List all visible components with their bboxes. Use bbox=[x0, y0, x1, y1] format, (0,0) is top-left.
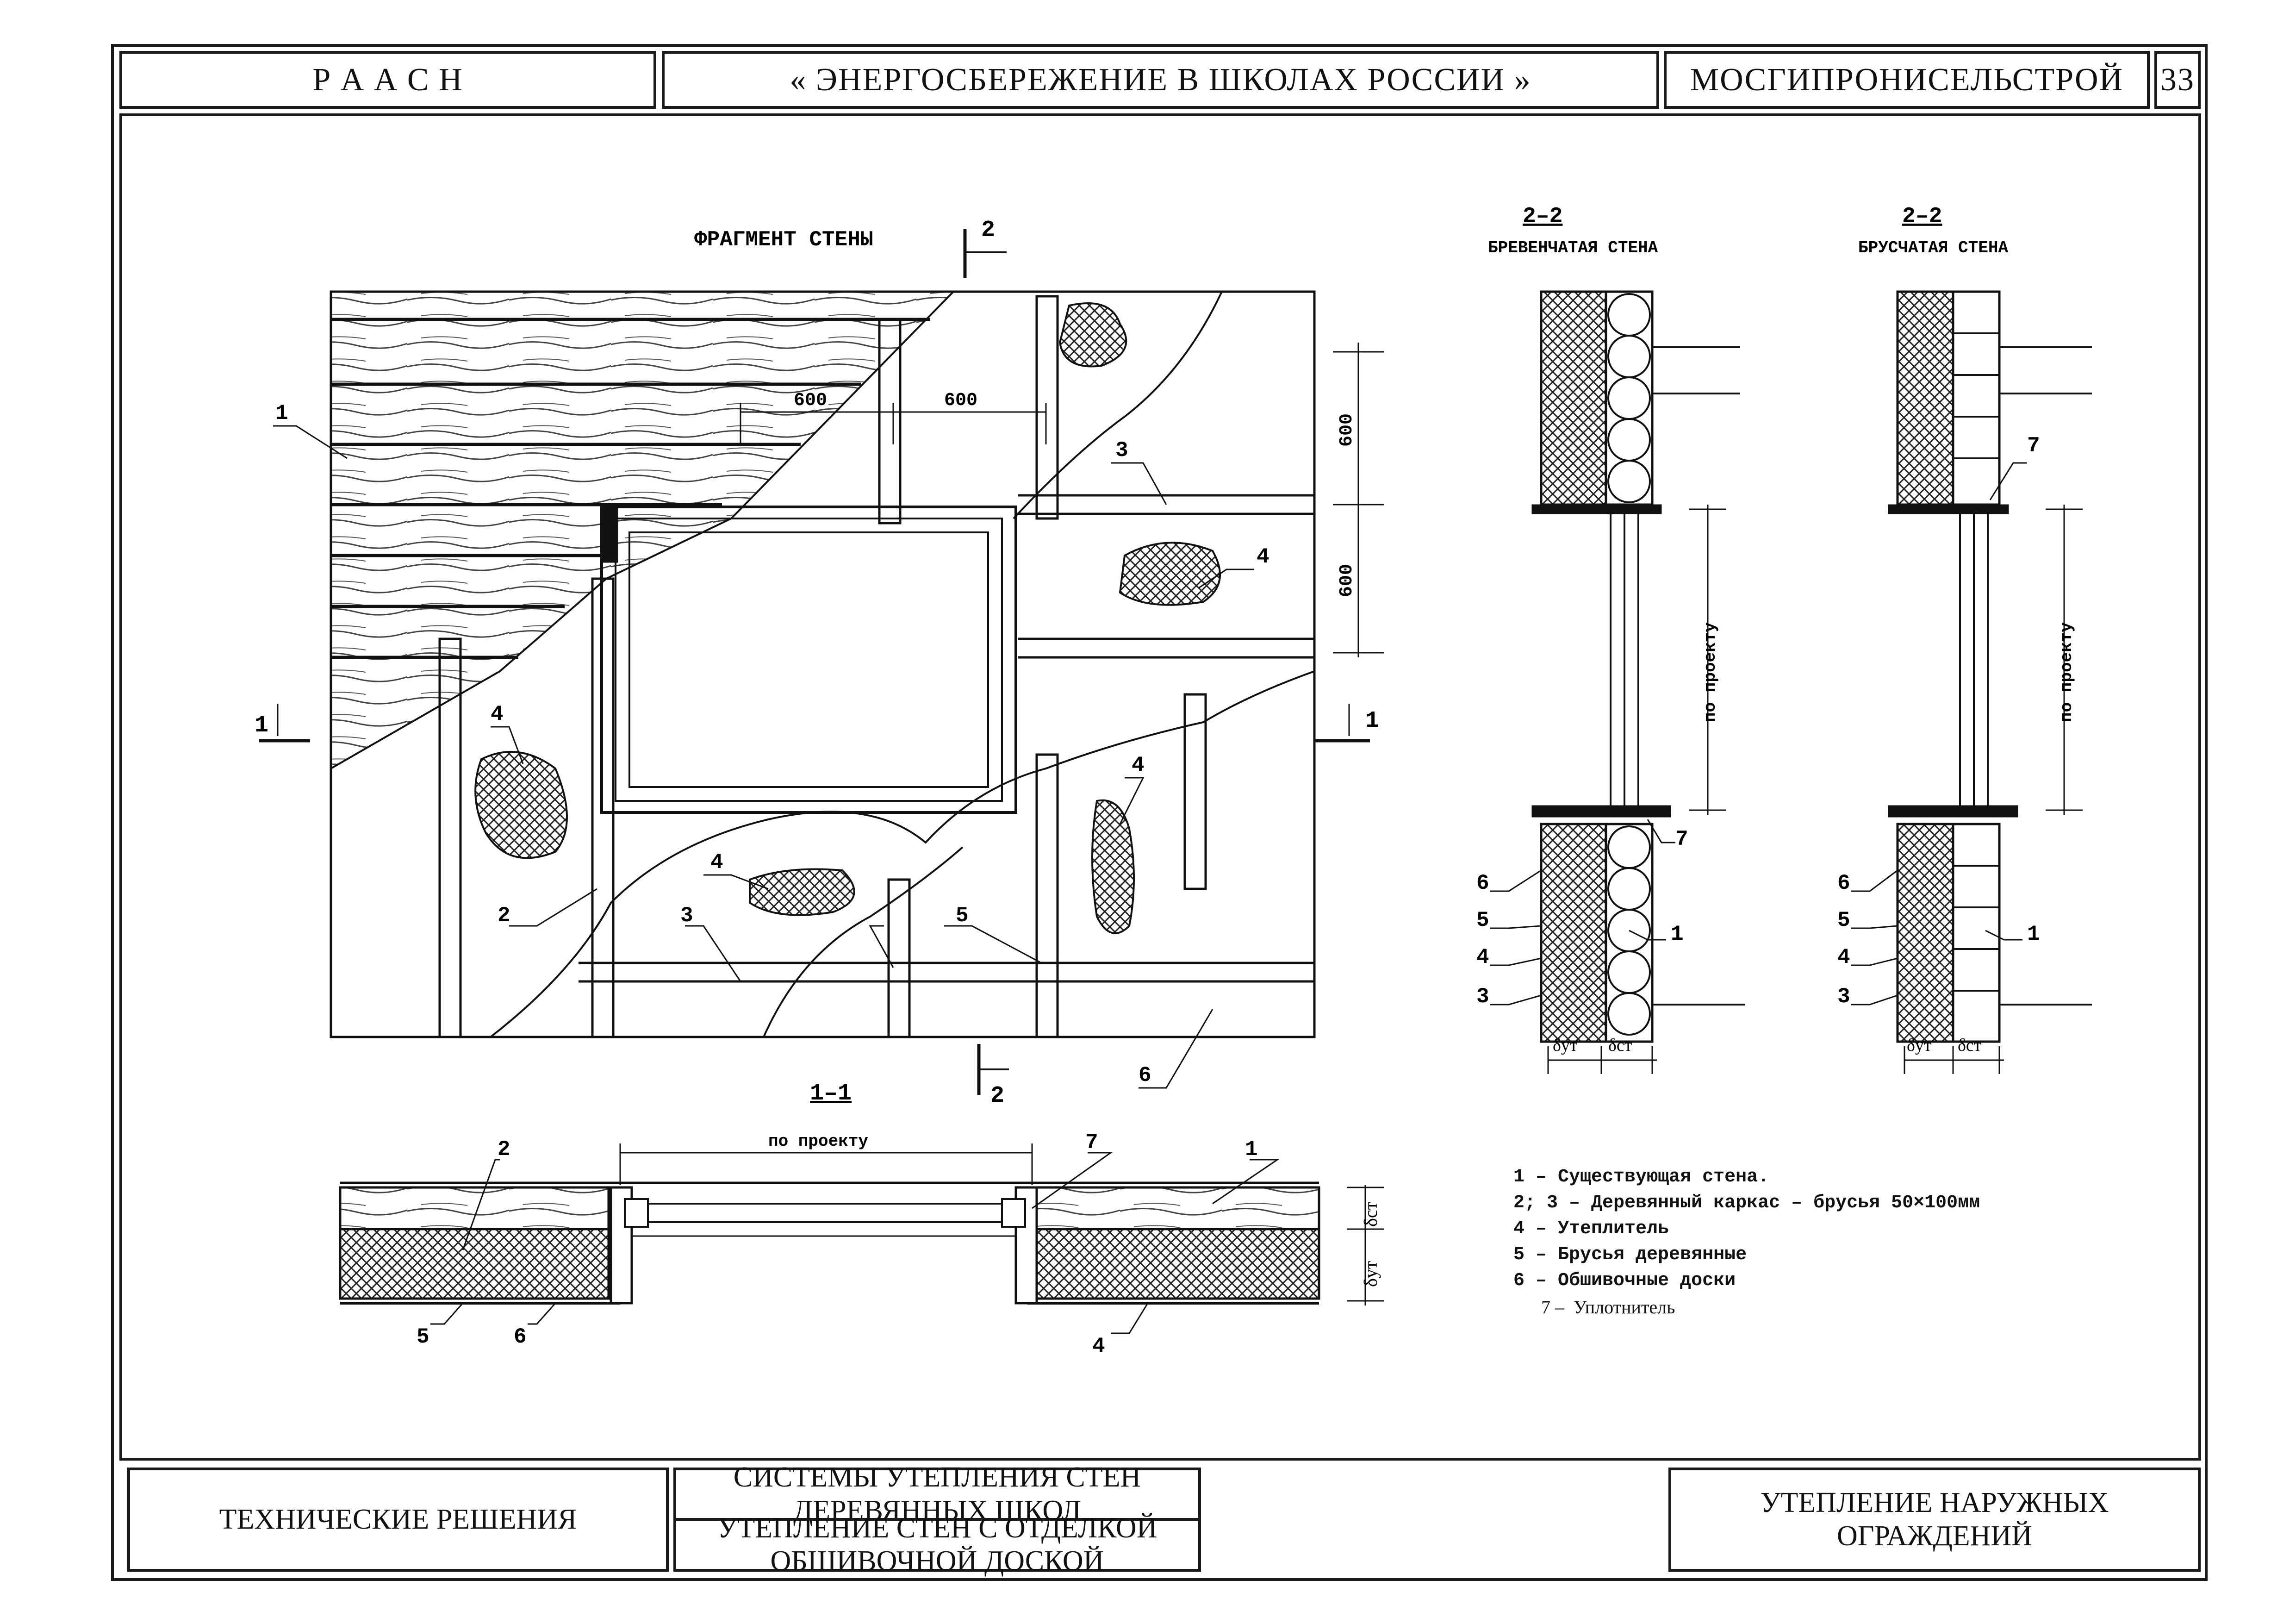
svg-text:6: 6 bbox=[1139, 1063, 1151, 1087]
svg-text:5: 5 bbox=[956, 904, 969, 928]
svg-text:4: 4 bbox=[491, 702, 504, 726]
dim-600-c: 600 bbox=[1337, 413, 1357, 447]
dim-600-d: 600 bbox=[1337, 564, 1357, 597]
sheet-frame bbox=[111, 44, 2208, 1581]
header-institute: МОСГИПРОНИСЕЛЬСТРОЙ bbox=[1664, 51, 2150, 109]
svg-text:6: 6 bbox=[514, 1325, 527, 1349]
svg-text:7: 7 bbox=[1675, 827, 1688, 851]
svg-text:1: 1 bbox=[1365, 708, 1379, 734]
legend-item: 6 – Обшивочные доски bbox=[1513, 1270, 1736, 1291]
fragment-title: ФРАГМЕНТ СТЕНЫ bbox=[694, 228, 873, 252]
section-11-callouts bbox=[430, 1152, 1280, 1334]
window bbox=[600, 506, 1017, 814]
svg-text:по проекту: по проекту bbox=[1701, 622, 1720, 722]
by-project-11: по проекту bbox=[768, 1132, 868, 1151]
log-wall-caption: БРЕВЕНЧАТАЯ СТЕНА bbox=[1488, 238, 1658, 257]
svg-text:δст: δст bbox=[1608, 1036, 1632, 1055]
svg-text:3: 3 bbox=[1115, 438, 1128, 462]
svg-text:4: 4 bbox=[1092, 1334, 1105, 1358]
legend-item: 4 – Утеплитель bbox=[1513, 1218, 1669, 1239]
legend-item: 1 – Существующая стена. bbox=[1513, 1167, 1769, 1187]
section-11-title: 1–1 bbox=[810, 1081, 852, 1107]
svg-text:по проекту: по проекту bbox=[2057, 622, 2076, 722]
svg-text:7: 7 bbox=[2027, 434, 2040, 458]
cut-2-top: 2 bbox=[963, 217, 1007, 278]
svg-text:1: 1 bbox=[1245, 1137, 1258, 1162]
svg-text:δст: δст bbox=[1958, 1036, 1982, 1055]
footer-middle-bottom: УТЕПЛЕНИЕ СТЕН С ОТДЕЛКОЙ ОБШИВОЧНОЙ ДОС… bbox=[673, 1512, 1201, 1577]
legend-item: 5 – Брусья деревянные bbox=[1513, 1244, 1747, 1265]
svg-text:3: 3 bbox=[680, 904, 693, 928]
page-number: 33 bbox=[2154, 51, 2201, 109]
svg-text:δст: δст bbox=[1360, 1202, 1381, 1227]
svg-text:5: 5 bbox=[1837, 908, 1850, 932]
section-22-log-title: 2–2 bbox=[1523, 204, 1562, 229]
beam-wall-caption: БРУСЧАТАЯ СТЕНА bbox=[1858, 238, 2008, 257]
dim-600-a: 600 bbox=[794, 390, 827, 411]
svg-text:4: 4 bbox=[1476, 945, 1489, 969]
drawing-frame bbox=[119, 113, 2201, 1461]
fragment-callouts bbox=[273, 425, 1254, 1089]
insulation-patches bbox=[474, 302, 1221, 934]
svg-text:3: 3 bbox=[1837, 985, 1850, 1009]
svg-text:2: 2 bbox=[498, 904, 510, 928]
svg-text:6: 6 bbox=[1837, 871, 1850, 895]
svg-text:7: 7 bbox=[1085, 1131, 1098, 1155]
legend-item: 7 – Уплотнитель bbox=[1541, 1297, 1675, 1318]
svg-text:1: 1 bbox=[2027, 922, 2040, 946]
svg-text:2: 2 bbox=[498, 1137, 510, 1162]
section-22-beam-wall bbox=[1888, 290, 2092, 1074]
svg-text:4: 4 bbox=[710, 850, 723, 874]
log-wall-callouts bbox=[1490, 819, 1675, 1006]
dim-600-b: 600 bbox=[944, 390, 977, 411]
svg-text:4: 4 bbox=[1257, 545, 1269, 569]
svg-text:4: 4 bbox=[1132, 753, 1145, 777]
cut-1-left bbox=[259, 704, 310, 743]
svg-text:1: 1 bbox=[255, 712, 268, 739]
section-11-plan bbox=[339, 1143, 1384, 1305]
legend-item: 2; 3 – Деревянный каркас – брусья 50×100… bbox=[1513, 1193, 1980, 1213]
header-org: Р А А С Н bbox=[119, 51, 656, 109]
footer-right: УТЕПЛЕНИЕ НАРУЖНЫХ ОГРАЖДЕНИЙ bbox=[1668, 1468, 2201, 1572]
svg-text:2: 2 bbox=[981, 217, 995, 244]
svg-text:2: 2 bbox=[990, 1083, 1004, 1109]
svg-text:δут: δут bbox=[1360, 1261, 1381, 1287]
svg-text:5: 5 bbox=[1476, 908, 1489, 932]
wooden-frame-studs bbox=[438, 295, 1207, 1038]
svg-text:δут: δут bbox=[1907, 1036, 1932, 1055]
dimension-600-horizontal bbox=[740, 403, 1047, 444]
cut-1-right bbox=[1314, 704, 1370, 743]
svg-text:3: 3 bbox=[1476, 985, 1489, 1009]
cut-2-bottom: 2 bbox=[977, 1044, 1009, 1109]
svg-text:1: 1 bbox=[1671, 922, 1684, 946]
header-title: « ЭНЕРГОСБЕРЕЖЕНИЕ В ШКОЛАХ РОССИИ » bbox=[662, 51, 1659, 109]
dimension-600-vertical bbox=[1333, 343, 1384, 657]
svg-text:6: 6 bbox=[1476, 871, 1489, 895]
existing-log-wall bbox=[330, 291, 956, 770]
section-22-beam-title: 2–2 bbox=[1902, 204, 1942, 229]
svg-text:1: 1 bbox=[275, 401, 288, 425]
cladding-boundary bbox=[490, 291, 1315, 1038]
footer-left: ТЕХНИЧЕСКИЕ РЕШЕНИЯ bbox=[127, 1468, 669, 1572]
legend: 1 – Существующая стена. 2; 3 – Деревянны… bbox=[1513, 1167, 1980, 1322]
horizontal-rails bbox=[579, 494, 1314, 983]
svg-text:5: 5 bbox=[417, 1325, 429, 1349]
svg-text:4: 4 bbox=[1837, 945, 1850, 969]
beam-wall-callouts bbox=[1851, 462, 2027, 1006]
svg-text:δут: δут bbox=[1553, 1036, 1578, 1055]
